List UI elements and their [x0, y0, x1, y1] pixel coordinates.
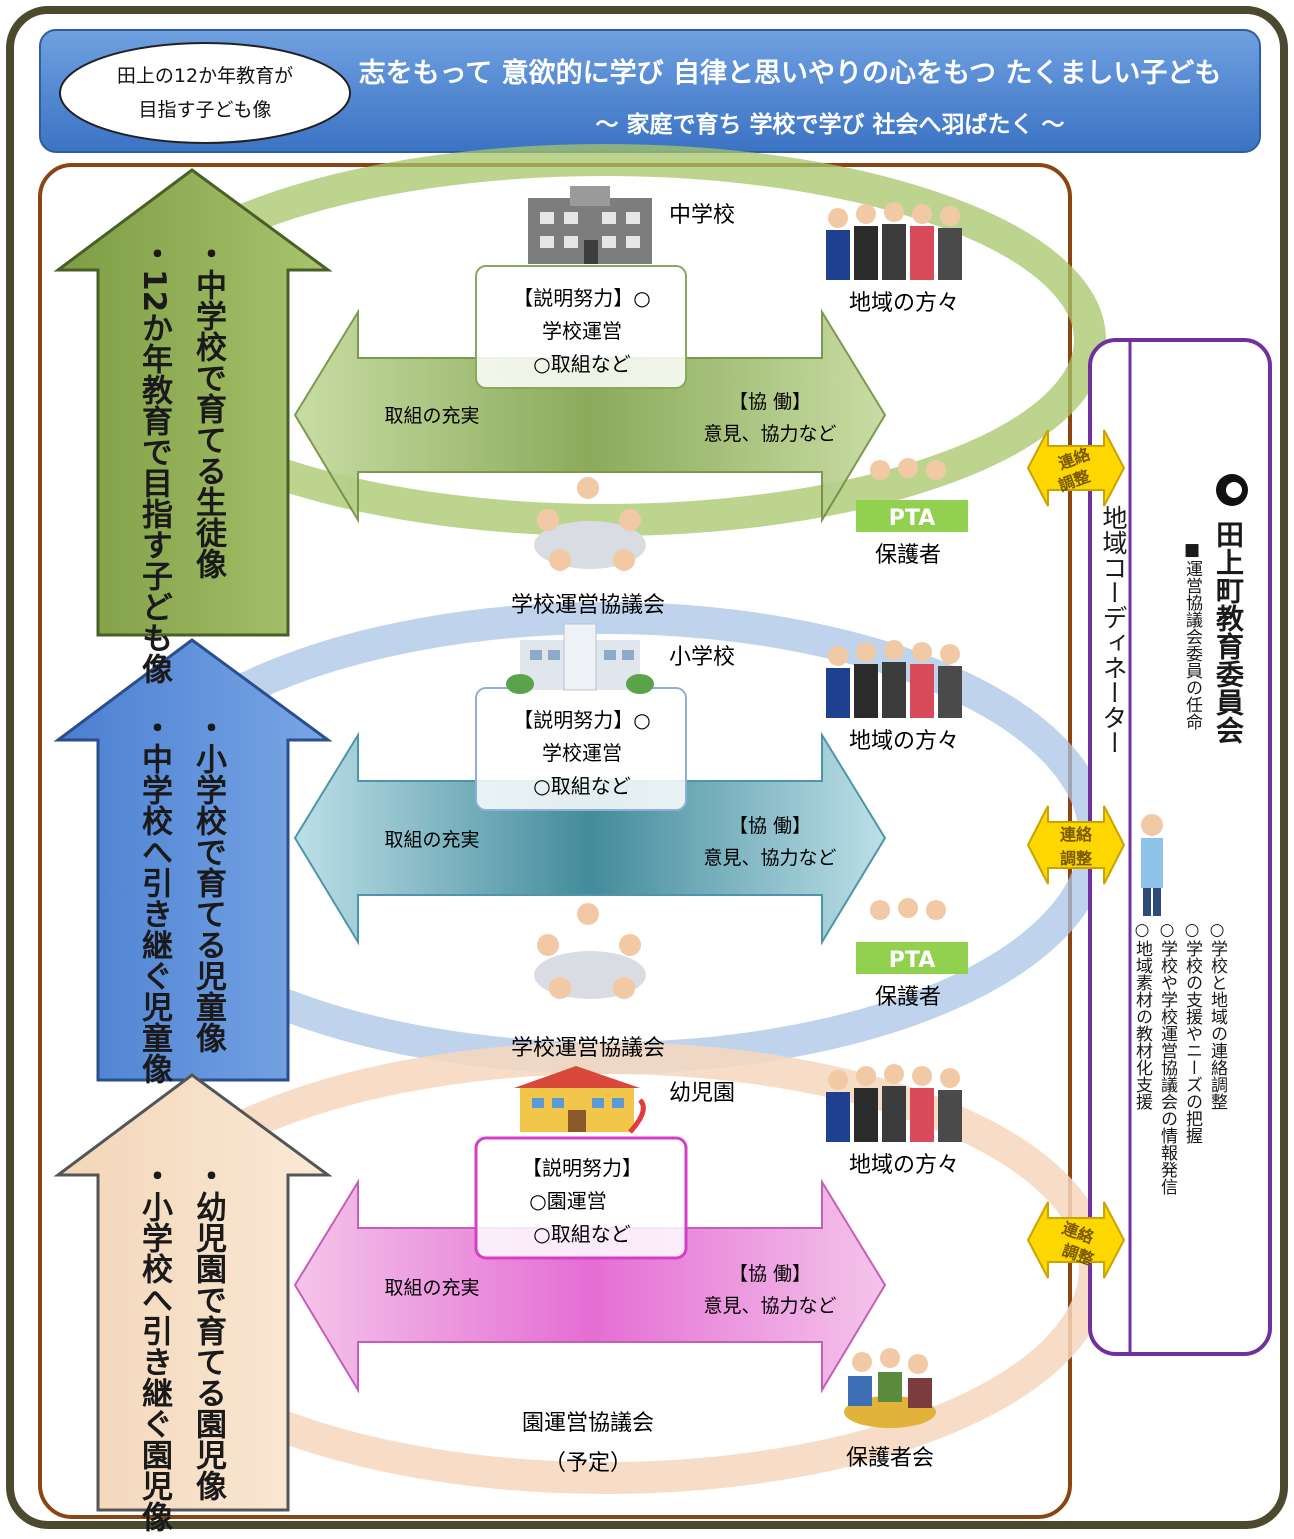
kindergarten-explain-line-2: ○取組など — [533, 1222, 630, 1246]
junior-high-pta-icon — [856, 458, 968, 532]
kindergarten-council-label: 園運営協議会 — [522, 1411, 654, 1436]
junior-high-student-image-text: ・中学校で育てる生徒像 — [190, 238, 226, 579]
kindergarten-parents-group-icon — [844, 1348, 936, 1428]
kindergarten-council-note: （予定） — [544, 1451, 632, 1476]
kindergarten-building-icon — [514, 1066, 646, 1134]
kindergarten-explain-label: 【説明努力】 — [522, 1156, 642, 1180]
board-duty-4: ○地域素材の教材化支援 — [1132, 920, 1152, 1110]
elementary-pta-icon — [856, 898, 968, 974]
liaison-2-line-2: 調整 — [1060, 849, 1092, 868]
junior-high-building-icon — [528, 186, 652, 264]
elementary-explain-label: 【説明努力】○ — [513, 708, 650, 732]
elementary-collab-detail: 意見、協力など — [703, 847, 836, 869]
coordinator-label: 地域コーディネーター — [1099, 505, 1128, 755]
liaison-arrow-1: 連絡 調整 — [1026, 429, 1126, 507]
junior-high-12year-image-text: ・12か年教育で目指す子ども像 — [136, 238, 172, 685]
junior-high-label: 中学校 — [669, 203, 735, 228]
header-subtitle: 〜 家庭で育ち 学校で学び 社会へ羽ばたく 〜 — [595, 111, 1064, 138]
coordinator-person-icon — [1141, 814, 1163, 916]
elementary-up-arrow — [53, 638, 333, 1082]
junior-high-pta-label: PTA — [889, 506, 935, 531]
elementary-double-arrow — [293, 731, 887, 946]
kindergarten-community-people-icon — [826, 1064, 962, 1142]
junior-high-double-arrow — [293, 308, 887, 524]
liaison-2-line-1: 連絡 — [1060, 825, 1093, 844]
junior-high-explain-line-2: ○取組など — [533, 352, 630, 376]
board-duty-3: ○学校や学校運営協議会の情報発信 — [1157, 920, 1177, 1195]
junior-high-council-meeting-icon — [534, 477, 646, 571]
junior-high-enhance-label: 取組の充実 — [384, 405, 479, 427]
header-oval-line-2: 目指す子ども像 — [138, 99, 271, 121]
elementary-council-label: 学校運営協議会 — [511, 1036, 665, 1061]
kindergarten-handover-image-text: ・小学校へ引き継ぐ園児像 — [136, 1160, 172, 1532]
junior-high-parents-label: 保護者 — [875, 543, 941, 568]
kindergarten-parents-label: 保護者会 — [846, 1446, 934, 1471]
junior-high-collab-detail: 意見、協力など — [703, 423, 836, 445]
junior-high-community-people-icon — [826, 202, 962, 280]
kindergarten-collab-detail: 意見、協力など — [703, 1295, 836, 1317]
header-oval-line-1: 田上の12か年教育が — [117, 65, 293, 87]
elementary-explain-line-2: ○取組など — [533, 774, 630, 798]
junior-high-council-label: 学校運営協議会 — [511, 593, 665, 618]
kindergarten-up-arrow — [53, 1073, 333, 1512]
kindergarten-explain-box — [474, 1136, 688, 1260]
elementary-community-people-icon — [826, 640, 962, 718]
junior-high-explain-box — [475, 265, 687, 389]
kindergarten-explain-line-1: ○園運営 — [529, 1189, 606, 1213]
board-title: 田上町教育委員会 — [1212, 520, 1245, 744]
kindergarten-label: 幼児園 — [669, 1081, 735, 1106]
kindergarten-child-image-text: ・幼児園で育てる園児像 — [190, 1160, 226, 1501]
header-title: 志をもって 意欲的に学び 自律と思いやりの心をもつ たくましい子ども — [359, 57, 1222, 89]
junior-high-explain-line-1: 学校運営 — [542, 319, 622, 343]
kindergarten-enhance-label: 取組の充実 — [384, 1277, 479, 1299]
liaison-arrow-2: 連絡 調整 — [1026, 805, 1126, 885]
kindergarten-collab-label: 【協 働】 — [729, 1263, 811, 1285]
board-logo-icon — [1216, 474, 1248, 506]
elementary-council-meeting-icon — [534, 903, 646, 999]
elementary-collab-label: 【協 働】 — [729, 815, 811, 837]
kindergarten-community-label: 地域の方々 — [849, 1153, 959, 1178]
elementary-community-label: 地域の方々 — [849, 729, 959, 754]
elementary-pta-label: PTA — [889, 948, 935, 973]
junior-high-explain-label: 【説明努力】○ — [513, 286, 650, 310]
elementary-enhance-label: 取組の充実 — [384, 829, 479, 851]
elementary-label: 小学校 — [669, 645, 735, 670]
header-oval — [59, 42, 351, 144]
elementary-handover-image-text: ・中学校へ引き継ぐ児童像 — [136, 712, 172, 1084]
junior-high-collab-label: 【協 働】 — [729, 391, 811, 413]
elementary-parents-label: 保護者 — [875, 985, 941, 1010]
board-subtitle: ■運営協議会委員の任命 — [1182, 540, 1202, 730]
junior-high-up-arrow — [53, 168, 333, 637]
elementary-explain-line-1: 学校運営 — [542, 741, 622, 765]
kindergarten-double-arrow — [293, 1178, 887, 1394]
junior-high-community-label: 地域の方々 — [849, 291, 959, 316]
board-duty-2: ○学校の支援やニーズの把握 — [1182, 920, 1202, 1144]
elementary-student-image-text: ・小学校で育てる児童像 — [190, 712, 226, 1053]
board-duty-1: ○学校と地域の連絡調整 — [1207, 920, 1227, 1110]
elementary-building-icon — [506, 623, 654, 694]
